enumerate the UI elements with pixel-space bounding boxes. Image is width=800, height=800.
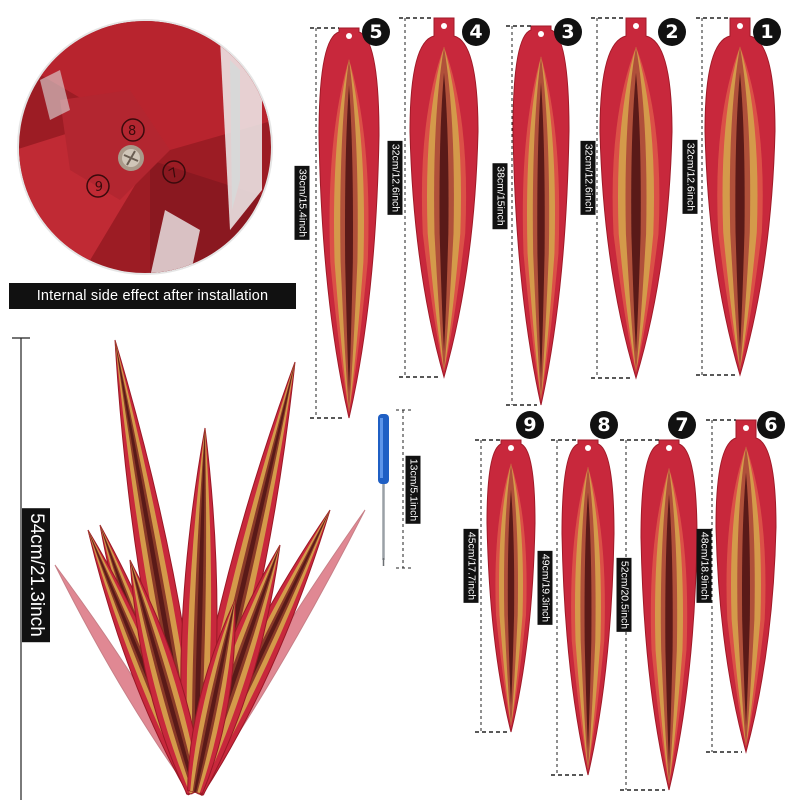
assembled-plant bbox=[54, 339, 366, 797]
leaf-4 bbox=[409, 17, 479, 379]
leaf-5-number-badge: 5 bbox=[362, 18, 390, 46]
leaf-1 bbox=[704, 17, 776, 377]
leaf-5-size-label: 39cm/15.4inch bbox=[294, 165, 310, 241]
installation-caption: Internal side effect after installation bbox=[9, 283, 296, 309]
leaf-5 bbox=[318, 27, 380, 419]
leaf-6 bbox=[715, 419, 777, 754]
marker-6: 6 bbox=[95, 177, 103, 192]
plant-height-dimension bbox=[12, 337, 30, 800]
leaf-7-number-badge: 7 bbox=[668, 411, 696, 439]
leaf-8-size-label: 49cm/19.3inch bbox=[537, 550, 553, 625]
marker-8: 8 bbox=[128, 124, 136, 139]
plant-leaf bbox=[180, 427, 218, 793]
installation-detail-photo: 8 6 7 bbox=[17, 19, 273, 275]
leaf-8 bbox=[561, 439, 615, 776]
leaf-3-size-label: 38cm/15inch bbox=[492, 162, 508, 229]
leaf-7 bbox=[640, 439, 698, 791]
plant-leaf bbox=[187, 599, 236, 795]
leaf-4-size-label: 32cm/12.6inch bbox=[387, 140, 403, 215]
leaf-6-number-badge: 6 bbox=[757, 411, 785, 439]
screwdriver-length-label: 13cm/5.1inch bbox=[405, 455, 421, 525]
leaf-1-number-badge: 1 bbox=[753, 18, 781, 46]
leaf-7-size-label: 52cm/20.5inch bbox=[616, 557, 632, 633]
screwdriver bbox=[378, 409, 412, 569]
leaf-4-number-badge: 4 bbox=[462, 18, 490, 46]
plant-leaf bbox=[129, 559, 204, 795]
leaf-3-number-badge: 3 bbox=[554, 18, 582, 46]
leaf-set bbox=[310, 17, 777, 791]
leaf-8-number-badge: 8 bbox=[590, 411, 618, 439]
leaf-1-size-label: 32cm/12.6inch bbox=[682, 139, 698, 214]
leaf-9 bbox=[486, 439, 536, 733]
leaf-2 bbox=[599, 17, 673, 380]
leaf-6-size-label: 48cm/18.9inch bbox=[696, 528, 712, 604]
leaf-2-number-badge: 2 bbox=[658, 18, 686, 46]
leaf-9-size-label: 45cm/17.7inch bbox=[463, 528, 479, 604]
leaf-3 bbox=[512, 25, 570, 406]
plant-height-label: 54cm/21.3inch bbox=[22, 508, 50, 642]
leaf-9-number-badge: 9 bbox=[516, 411, 544, 439]
leaf-2-size-label: 32cm/12.6inch bbox=[580, 140, 596, 216]
